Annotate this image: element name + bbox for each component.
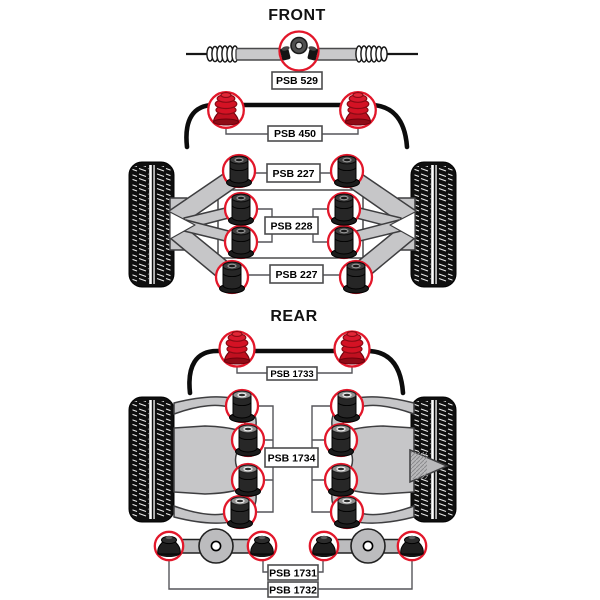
bushing-icon (333, 155, 361, 188)
callout-psb450-label[interactable]: PSB 450 (274, 128, 316, 140)
steering-rack-bushing-icon (280, 36, 318, 61)
tire-icon (410, 161, 457, 288)
callout-psb1731[interactable]: PSB 1731 (267, 564, 319, 581)
bushing-icon (225, 155, 253, 188)
red-bushing-icon (344, 91, 372, 126)
callout-psb1733[interactable]: PSB 1733 (266, 366, 318, 381)
antiroll-bar-shape (187, 348, 406, 396)
red-bushing-icon (223, 331, 251, 365)
bushing-icon (234, 424, 262, 457)
bushing-icon (333, 390, 361, 423)
bushing-icon (226, 496, 254, 529)
steering-rack (186, 30, 418, 73)
antiroll-bar-shape (184, 102, 410, 150)
callout-psb228[interactable]: PSB 228 (264, 216, 319, 235)
bushing-icon (342, 261, 370, 294)
rear-axle (128, 388, 457, 530)
callout-psb1734[interactable]: PSB 1734 (264, 447, 319, 468)
red-bushing-icon (212, 91, 240, 126)
callout-psb227-top-label[interactable]: PSB 227 (272, 168, 314, 180)
tire-icon (128, 396, 175, 523)
bushing-icon (227, 193, 255, 226)
callout-psb227-bottom[interactable]: PSB 227 (269, 264, 324, 284)
callout-psb529[interactable]: PSB 529 (271, 71, 323, 90)
callout-psb1734-label[interactable]: PSB 1734 (268, 453, 316, 465)
bushing-icon (227, 226, 255, 259)
tire-icon (128, 161, 175, 288)
bushing-icon (330, 193, 358, 226)
rear-antiroll-bar (187, 330, 406, 396)
callout-psb529-label[interactable]: PSB 529 (276, 75, 318, 87)
front-antiroll-bar (184, 91, 410, 150)
connector-line (262, 558, 324, 573)
callout-psb227-bottom-label[interactable]: PSB 227 (275, 269, 317, 281)
bushing-icon (218, 261, 246, 294)
bushing-icon (330, 226, 358, 259)
connector-line (168, 558, 413, 590)
callout-psb1732[interactable]: PSB 1732 (267, 581, 319, 598)
connector-line (225, 127, 359, 135)
callout-psb1732-label[interactable]: PSB 1732 (269, 585, 317, 597)
connector-line (236, 366, 353, 374)
callout-psb227-top[interactable]: PSB 227 (266, 163, 321, 183)
rear-link-left (175, 528, 259, 564)
bushing-icon (333, 496, 361, 529)
callout-psb1733-label[interactable]: PSB 1733 (270, 369, 313, 380)
bushing-icon (327, 464, 355, 497)
steering-boot-left (206, 45, 239, 63)
bushing-icon (228, 390, 256, 423)
front-section-title: FRONT (268, 7, 326, 24)
red-bushing-icon (338, 331, 366, 365)
bushing-icon (234, 464, 262, 497)
bushing-icon (327, 424, 355, 457)
rear-section-title: REAR (270, 308, 317, 325)
rear-lower-links (153, 528, 428, 590)
callout-psb1731-label[interactable]: PSB 1731 (269, 568, 317, 580)
steering-boot-right (355, 45, 388, 63)
callout-psb450[interactable]: PSB 450 (267, 125, 323, 142)
rear-arm-tip-hatch (411, 452, 427, 479)
callout-psb228-label[interactable]: PSB 228 (270, 221, 312, 233)
